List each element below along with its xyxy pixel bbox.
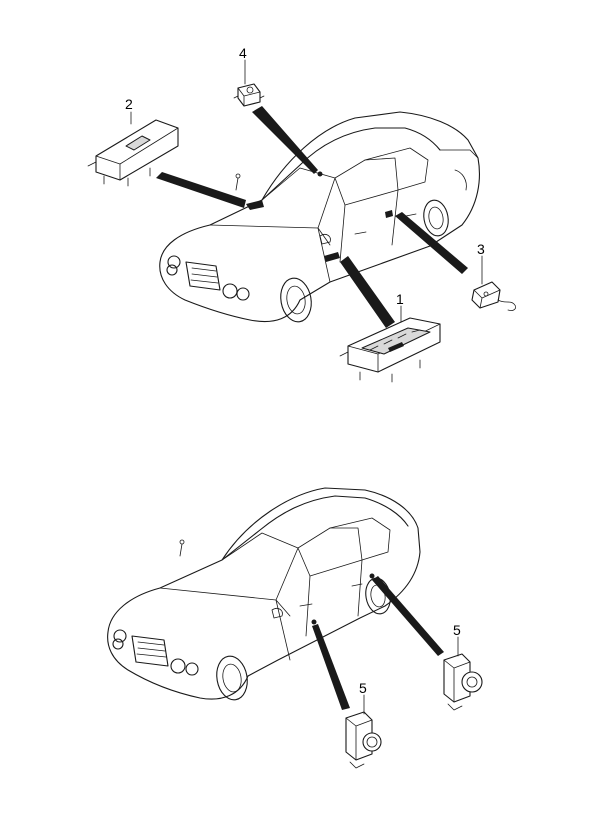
top-leader-lines (156, 106, 468, 328)
bottom-leader-lines (312, 576, 444, 710)
callout-leaders (130, 59, 483, 715)
part-3-sensor (471, 281, 516, 311)
callout-4: 4 (239, 45, 247, 61)
callout-2: 2 (125, 96, 133, 112)
callout-5-rear: 5 (453, 622, 461, 638)
part-2-window-switch (87, 119, 179, 187)
top-car-illustration (159, 111, 480, 323)
callout-3: 3 (477, 241, 485, 257)
part-1-main-window-switch (339, 317, 441, 383)
bottom-car-illustration (107, 487, 421, 701)
callout-5-front: 5 (359, 680, 367, 696)
part-5-door-sensor-rear (443, 653, 483, 711)
callout-1: 1 (396, 291, 404, 307)
part-4-sensor (233, 83, 265, 107)
part-5-door-sensor-front (345, 711, 382, 769)
